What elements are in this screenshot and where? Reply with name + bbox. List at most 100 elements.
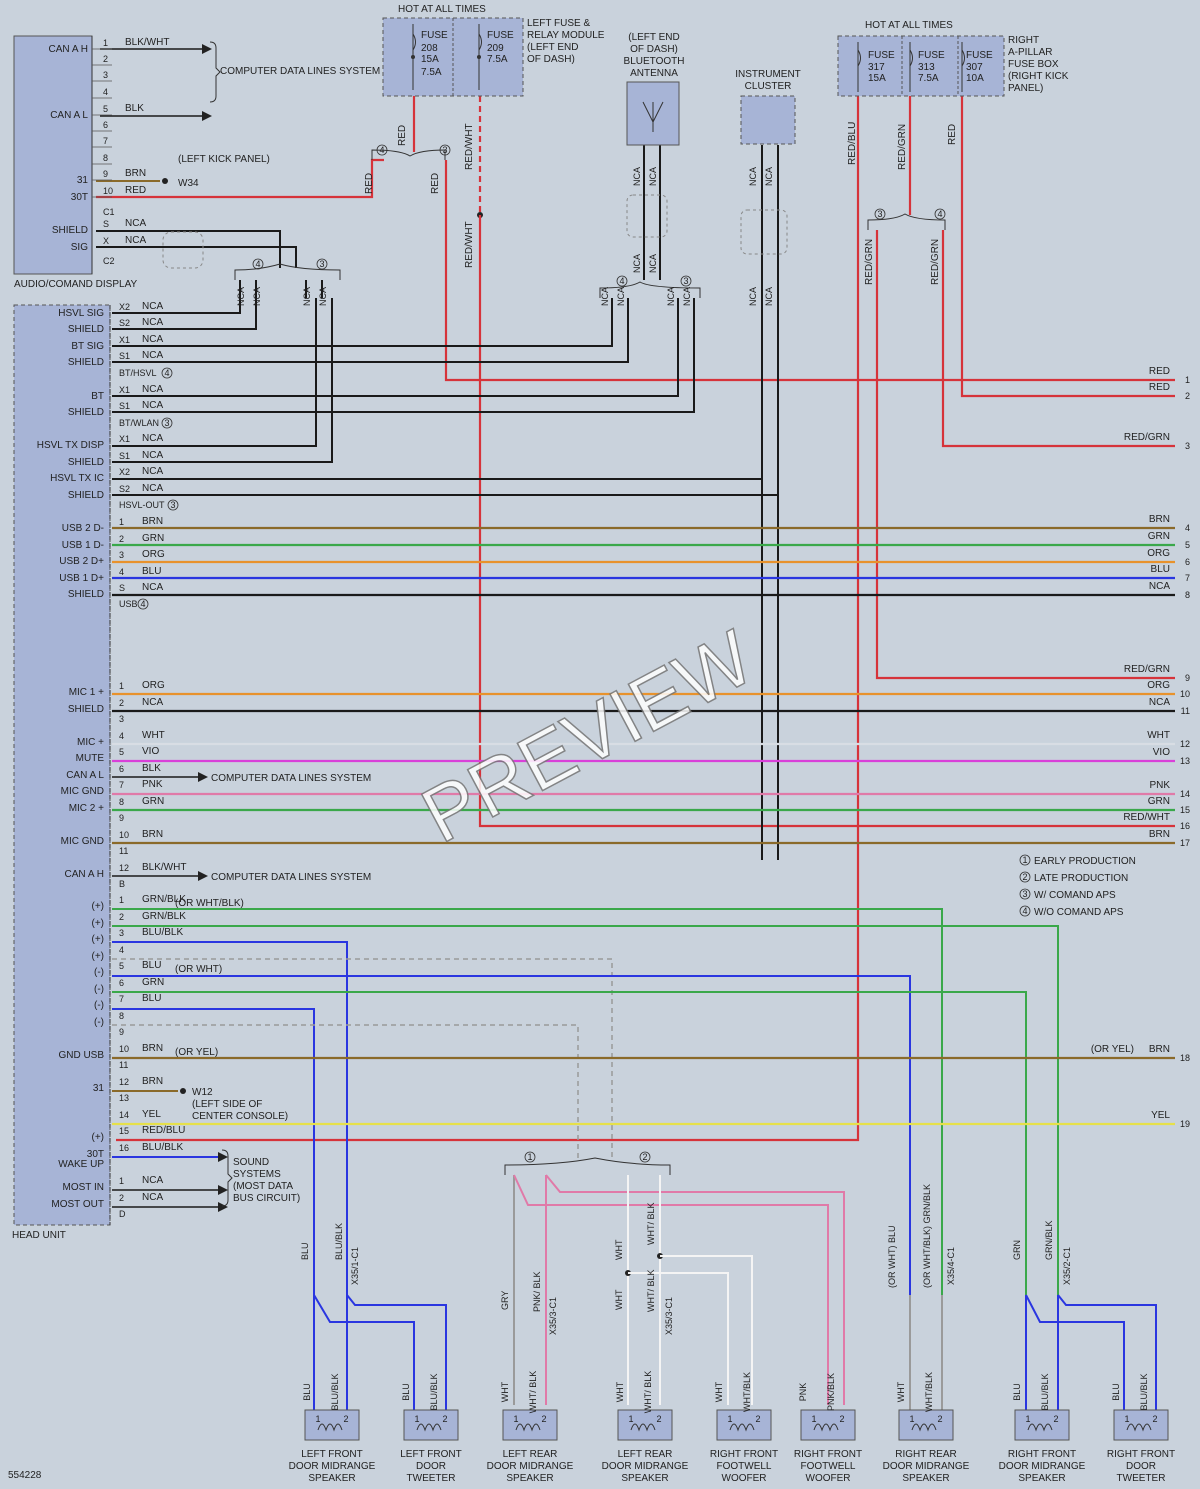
hu-pin-name: (+) — [92, 918, 105, 929]
ad-pin-num: 1 — [103, 38, 108, 48]
preview-watermark: PREVIEW — [408, 613, 767, 860]
v-red-grn: RED/GRN — [930, 239, 941, 285]
v-blu: BLU — [300, 1242, 310, 1260]
sig-nca-wire — [96, 246, 297, 268]
hu-pin-num: 7 — [119, 780, 124, 790]
hu-conn-mark — [167, 499, 179, 511]
hu-pin-wire: NCA — [142, 1175, 163, 1186]
ad-pin-name: CAN A L — [50, 110, 88, 121]
right-edge-wire: RED — [1149, 382, 1170, 393]
v-nca: NCA — [748, 167, 758, 186]
hu-pin-name: MIC 2 + — [69, 803, 104, 814]
wht-blk-woofer — [660, 1255, 753, 1405]
hu-pin-name: SHIELD — [68, 589, 104, 600]
ad-pin-num: 4 — [103, 87, 108, 97]
speaker-wire1: BLU — [401, 1383, 411, 1401]
ad-pin-num: C2 — [103, 256, 115, 266]
ad-pin-num: X — [103, 236, 109, 246]
speaker-wire2: BLU/BLK — [330, 1373, 340, 1410]
right-edge-num: 12 — [1180, 739, 1190, 749]
speaker-wire1: BLU — [1111, 1383, 1121, 1401]
hu-pin-name: MIC GND — [61, 836, 104, 847]
fuse-307-rating: 10A — [966, 73, 984, 84]
hu-pin-wire: VIO — [142, 746, 159, 757]
v-nca: NCA — [600, 287, 610, 306]
v-nca: NCA — [666, 287, 676, 306]
legend-marker-1-num: 1 — [1022, 855, 1027, 865]
legend-marker-2 — [1019, 871, 1031, 883]
speaker-wire1: WHT — [896, 1381, 906, 1402]
ground-icon — [162, 178, 168, 184]
shield-icon — [740, 209, 788, 255]
v-conn-id: X35/2-C1 — [1062, 1247, 1072, 1285]
speaker-label: DOOR — [416, 1461, 446, 1472]
bracket — [221, 1149, 233, 1207]
hu-pin-note: (OR YEL) — [175, 1047, 218, 1058]
hu-pin-wire: BLU — [142, 960, 161, 971]
nca-wire-5 — [112, 298, 695, 413]
right-edge-wire: RED/GRN — [1124, 432, 1170, 443]
v-red-wht: RED/WHT — [464, 123, 475, 170]
shield-icon — [626, 194, 668, 238]
coil-icon — [911, 1423, 937, 1432]
right-edge-num: 6 — [1185, 557, 1190, 567]
hu-pin-wire: NCA — [142, 697, 163, 708]
head-unit-label: HEAD UNIT — [12, 1230, 66, 1241]
coil-icon — [813, 1423, 839, 1432]
legend-marker-4-num: 4 — [1022, 906, 1027, 916]
v-red: RED — [397, 125, 408, 146]
ad-pin-name: CAN A H — [49, 44, 88, 55]
hu-pin-num: 1 — [119, 517, 124, 527]
hu-pin-note: (OR WHT/BLK) — [175, 898, 244, 909]
v-nca: NCA — [318, 287, 328, 306]
fuse-317-label: FUSE — [868, 50, 895, 61]
hu-pin-wire: BLK — [142, 763, 161, 774]
arrow-icon — [198, 871, 208, 881]
ad-pin-num: 2 — [103, 54, 108, 64]
hu-pin-wire: BLU/BLK — [142, 927, 183, 938]
shield-icon — [162, 231, 204, 269]
fuse-209-symbol — [477, 24, 482, 90]
right-edge-num: 19 — [1180, 1119, 1190, 1129]
coil-icon — [515, 1423, 541, 1432]
opt4-marker-hu — [252, 258, 264, 270]
hu-pin-name: (+) — [92, 901, 105, 912]
hu-pin-num: X1 — [119, 335, 130, 345]
speaker-label: DOOR MIDRANGE — [999, 1461, 1086, 1472]
spk-blu-blk-3 — [112, 941, 348, 1295]
hu-pin-name: USB 1 D- — [62, 540, 104, 551]
v-grn-blk: GRN/BLK — [1044, 1220, 1054, 1260]
coil-icon — [317, 1423, 343, 1432]
right-edge-wire: GRN — [1148, 796, 1170, 807]
right-edge-num: 14 — [1180, 789, 1190, 799]
v-gry: GRY — [500, 1291, 510, 1310]
hu-pin-wire: NCA — [142, 483, 163, 494]
speaker-label: WOOFER — [806, 1473, 851, 1484]
right-edge-num: 13 — [1180, 756, 1190, 766]
v-red: RED — [430, 173, 441, 194]
hu-pin-wire: NCA — [142, 1192, 163, 1203]
hu-pin-num: 2 — [119, 1193, 124, 1203]
right-edge-wire: RED — [1149, 366, 1170, 377]
v-wht: WHT — [614, 1239, 624, 1260]
nca-wire-4 — [112, 298, 679, 397]
opt4-marker — [376, 144, 388, 156]
right-edge-num: 2 — [1185, 391, 1190, 401]
ad-pin-num: 7 — [103, 136, 108, 146]
ground-w34-label: W34 — [178, 178, 199, 189]
v-nca: NCA — [764, 287, 774, 306]
speaker-label: RIGHT FRONT — [1008, 1449, 1076, 1460]
fuse-208-label: FUSE — [421, 30, 448, 41]
hu-pin-num: B — [119, 879, 125, 889]
right-edge-num: 1 — [1185, 375, 1190, 385]
right-edge-num: 15 — [1180, 805, 1190, 815]
option-bracket-hu — [234, 263, 341, 280]
speaker-wire1: PNK — [798, 1383, 808, 1402]
speaker-label: RIGHT FRONT — [1107, 1449, 1175, 1460]
hu-pin-wire: ORG — [142, 680, 165, 691]
right-edge-wire: BRN — [1149, 514, 1170, 525]
pnk-wire-long — [513, 1174, 829, 1405]
hu-pin-name: SHIELD — [68, 407, 104, 418]
hu-pin-name: USB 2 D+ — [59, 556, 104, 567]
